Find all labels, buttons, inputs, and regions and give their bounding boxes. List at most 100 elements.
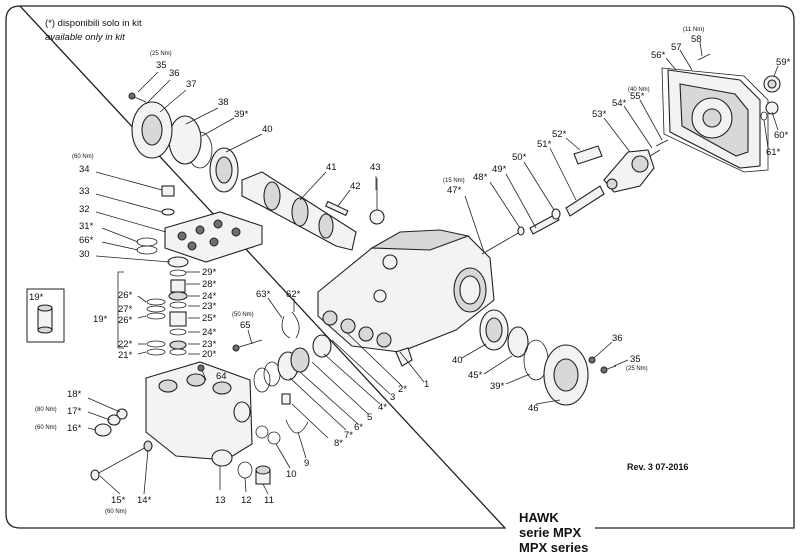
bearing-left — [209, 147, 239, 193]
plunger-51 — [565, 185, 605, 217]
callout-59: 59* — [776, 57, 791, 68]
callout-10: 10 — [286, 469, 297, 480]
callout-5: 5 — [367, 412, 372, 423]
callout-18: 18* — [67, 389, 82, 400]
bearing-cover-46 — [543, 344, 589, 406]
seal-45 — [507, 326, 529, 358]
o-ring-12 — [237, 461, 253, 479]
callout-66: 66* — [79, 235, 94, 246]
plug-16 — [94, 423, 112, 437]
callout-1: 1 — [424, 379, 429, 390]
pin-62 — [291, 311, 300, 339]
key-42 — [325, 200, 349, 217]
callout-28: 28* — [202, 279, 217, 290]
callout-29: 29* — [202, 267, 217, 278]
pin-9 — [285, 419, 309, 434]
piston-parts — [253, 334, 332, 405]
callout-16: 16* — [67, 423, 82, 434]
manifold-13 — [145, 361, 253, 467]
title-series-en: MPX series — [519, 540, 588, 555]
connecting-rod-53 — [603, 149, 655, 193]
pin-63 — [281, 315, 291, 339]
callout-20: 20* — [202, 349, 217, 360]
callout-35: 35 — [156, 60, 167, 71]
callout-51: 51* — [537, 139, 552, 150]
callout-26-bottom: 26* — [118, 315, 133, 326]
plug-18 — [116, 408, 128, 420]
callout-39-right: 39* — [490, 381, 505, 392]
plug-59 — [763, 75, 781, 93]
callout-54: 54* — [612, 98, 627, 109]
o-ring-10a — [255, 425, 269, 439]
leader-lines — [87, 41, 779, 495]
torque-47: (15 Nm) — [443, 178, 465, 184]
callout-42: 42 — [350, 181, 361, 192]
plug-34 — [161, 185, 175, 216]
torque-17: (80 Nm) — [35, 407, 57, 413]
callout-62: 62* — [286, 289, 301, 300]
piston-49 — [529, 213, 560, 235]
gasket-56 — [661, 67, 769, 173]
callout-8: 8* — [334, 438, 343, 449]
title-model: HAWK — [519, 510, 559, 525]
kit-note-english: available only in kit — [45, 32, 125, 43]
callout-26-top: 26* — [118, 290, 133, 301]
callout-3: 3 — [390, 392, 395, 403]
callout-56: 56* — [651, 50, 666, 61]
bolt-15 — [90, 440, 153, 481]
callout-31: 31* — [79, 221, 94, 232]
callout-15: 15* — [111, 495, 126, 506]
callout-53: 53* — [592, 109, 607, 120]
callout-14: 14* — [137, 495, 152, 506]
callout-49: 49* — [492, 164, 507, 175]
screw-36-right — [588, 356, 596, 364]
crankshaft — [241, 171, 357, 251]
valve-stack — [146, 269, 188, 356]
title-series-it: serie MPX — [519, 525, 581, 540]
callout-34: 34 — [79, 164, 90, 175]
valve-assembly-inset-19 — [26, 288, 65, 343]
callout-33: 33 — [79, 186, 90, 197]
crankcase — [317, 229, 495, 367]
callout-6: 6* — [354, 422, 363, 433]
plug-60 — [765, 101, 779, 115]
revision-label: Rev. 3 07-2016 — [627, 462, 688, 472]
plug-11 — [255, 465, 271, 485]
torque-15: (60 Nm) — [105, 509, 127, 515]
callout-30: 30 — [79, 249, 90, 260]
screw-35-top — [128, 92, 147, 103]
torque-35-right: (25 Nm) — [626, 366, 648, 372]
ring-50 — [551, 208, 561, 220]
callout-24-top: 24* — [202, 291, 217, 302]
screw-58 — [697, 53, 711, 61]
callout-39: 39* — [234, 109, 249, 120]
kit-note-italian: (*) disponibili solo in kit — [45, 18, 142, 29]
callout-27: 27* — [118, 304, 133, 315]
callout-12: 12 — [241, 495, 252, 506]
callout-61: 61* — [766, 147, 781, 158]
callout-60: 60* — [774, 130, 789, 141]
rear-cover-57 — [667, 69, 761, 169]
torque-65: (50 Nm) — [232, 312, 254, 318]
callout-40-right: 40 — [452, 355, 463, 366]
head-cover-32 — [164, 211, 263, 263]
callout-36-right: 36 — [612, 333, 623, 344]
washer-48 — [517, 226, 525, 236]
callout-43: 43 — [370, 162, 381, 173]
callout-57: 57 — [671, 42, 682, 53]
callout-48: 48* — [473, 172, 488, 183]
group-bracket-19 — [117, 271, 124, 349]
callout-50: 50* — [512, 152, 527, 163]
callout-22: 22* — [118, 339, 133, 350]
screw-47 — [481, 231, 521, 255]
torque-34: (60 Nm) — [72, 154, 94, 160]
callout-11: 11 — [264, 495, 274, 506]
callout-46: 46 — [528, 403, 539, 414]
callout-45: 45* — [468, 370, 483, 381]
plug-64 — [197, 364, 205, 372]
callout-55: 55* — [630, 91, 645, 102]
valve-plug-30 — [167, 256, 189, 268]
callout-24-bottom: 24* — [202, 327, 217, 338]
callout-36: 36 — [169, 68, 180, 79]
callout-labels: 35 36 37 38 39* 40 41 42 43 34 33 32 31*… — [29, 34, 791, 506]
